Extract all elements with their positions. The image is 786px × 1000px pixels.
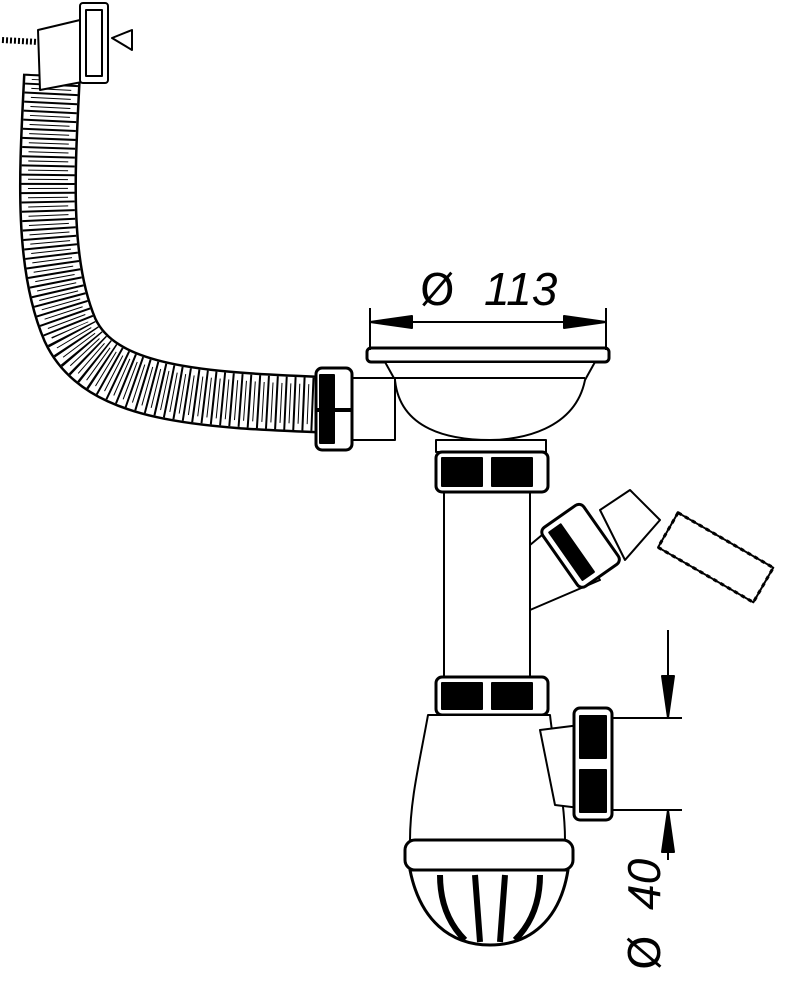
side-branch xyxy=(529,489,775,611)
diameter-symbol-40: Ø xyxy=(620,935,671,970)
overflow-head xyxy=(1,2,133,91)
hose-nut xyxy=(314,366,354,452)
dimension-113 xyxy=(369,308,607,350)
strainer-bowl xyxy=(349,346,611,453)
dimension-label-113: 113 xyxy=(484,263,558,315)
bottle-trap xyxy=(403,706,614,947)
vertical-pipe xyxy=(434,450,550,717)
dimension-40 xyxy=(612,630,682,860)
dimension-label-40: 40 xyxy=(618,858,670,910)
overflow-hose xyxy=(18,73,332,434)
diameter-symbol-113: Ø xyxy=(420,265,455,316)
